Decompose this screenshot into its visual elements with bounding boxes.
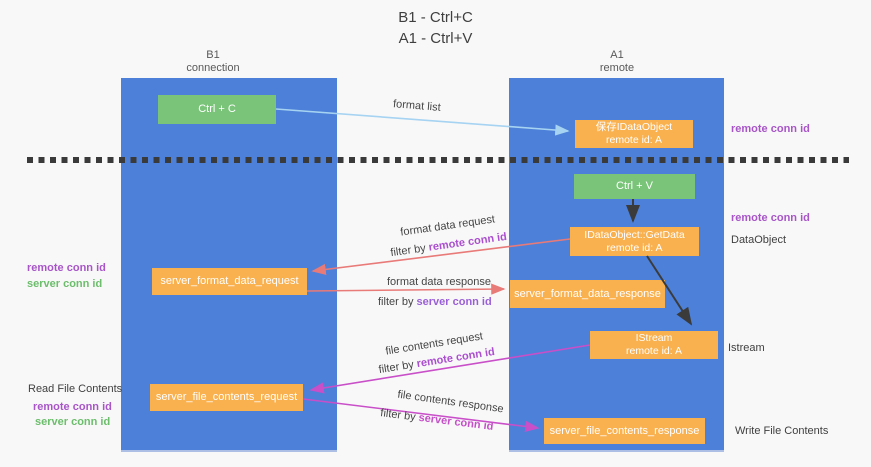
node-server-file-contents-response-label: server_file_contents_response <box>549 424 700 437</box>
node-ctrl-c: Ctrl + C <box>158 95 276 124</box>
node-ctrl-v-label: Ctrl + V <box>616 180 653 192</box>
annotation-remote-conn-id-bottom-left: remote conn id <box>33 401 112 413</box>
lifeline-a1-role: remote <box>599 62 635 74</box>
filter-by-text: filter by <box>377 358 418 377</box>
edge-label-format-data-response-filter: filter by server conn id <box>378 296 492 308</box>
diagram-title-line1: B1 - Ctrl+C <box>398 9 473 26</box>
filter-by-text: filter by <box>379 407 420 424</box>
edge-label-format-data-response: format data response <box>387 276 491 288</box>
node-ctrl-v: Ctrl + V <box>574 174 695 199</box>
remote-conn-id-highlight: remote conn id <box>427 230 508 254</box>
node-ctrl-c-label: Ctrl + C <box>198 103 236 115</box>
node-save-idataobject-line1: 保存IDataObject <box>595 121 673 133</box>
node-server-file-contents-request: server_file_contents_request <box>150 384 303 411</box>
node-server-format-data-request-label: server_format_data_request <box>160 275 299 287</box>
node-server-format-data-request: server_format_data_request <box>152 268 307 295</box>
annotation-read-file-contents: Read File Contents <box>28 383 123 395</box>
lifeline-b1-name: B1 <box>206 49 220 61</box>
node-idataobject-getdata: IDataObject::GetData remote id: A <box>570 227 699 256</box>
annotation-istream: Istream <box>728 342 765 354</box>
node-server-format-data-response-label: server_format_data_response <box>514 287 661 300</box>
node-save-idataobject: 保存IDataObject remote id: A <box>575 120 693 148</box>
edge-label-format-list: format list <box>392 98 442 114</box>
node-istream-line2: remote id: A <box>625 345 683 357</box>
node-server-file-contents-request-label: server_file_contents_request <box>155 391 298 403</box>
lifeline-header-b1: B1 connection <box>143 49 283 75</box>
annotation-write-file-contents: Write File Contents <box>735 425 829 437</box>
annotation-dataobject: DataObject <box>731 234 787 246</box>
node-idataobject-getdata-line2: remote id: A <box>606 241 663 254</box>
node-istream: IStream remote id: A <box>590 331 718 359</box>
server-conn-id-highlight: server conn id <box>416 296 492 308</box>
node-save-idataobject-line2: remote id: A <box>605 134 663 146</box>
server-conn-id-highlight: server conn id <box>417 411 495 433</box>
node-istream-line1: IStream <box>635 332 673 344</box>
filter-by-text: filter by <box>378 296 417 308</box>
diagram-title-line2: A1 - Ctrl+V <box>398 30 473 47</box>
phase-separator-dashed-line <box>27 157 849 163</box>
lifeline-a1-name: A1 <box>610 49 624 61</box>
annotation-server-conn-id-mid-left: server conn id <box>27 278 103 290</box>
node-server-format-data-response: server_format_data_response <box>510 280 665 308</box>
lifeline-b1-role: connection <box>186 62 240 74</box>
annotation-server-conn-id-bottom-left: server conn id <box>35 416 111 428</box>
node-idataobject-getdata-line1: IDataObject::GetData <box>584 228 685 241</box>
annotation-remote-conn-id-mid-left: remote conn id <box>27 262 106 274</box>
diagram-title: B1 - Ctrl+C A1 - Ctrl+V <box>0 7 871 49</box>
node-server-file-contents-response: server_file_contents_response <box>544 418 705 444</box>
lifeline-header-a1: A1 remote <box>547 49 687 75</box>
annotation-remote-conn-id-mid-right: remote conn id <box>731 212 810 224</box>
filter-by-text: filter by <box>389 241 430 260</box>
annotation-remote-conn-id-top-right: remote conn id <box>731 123 810 135</box>
